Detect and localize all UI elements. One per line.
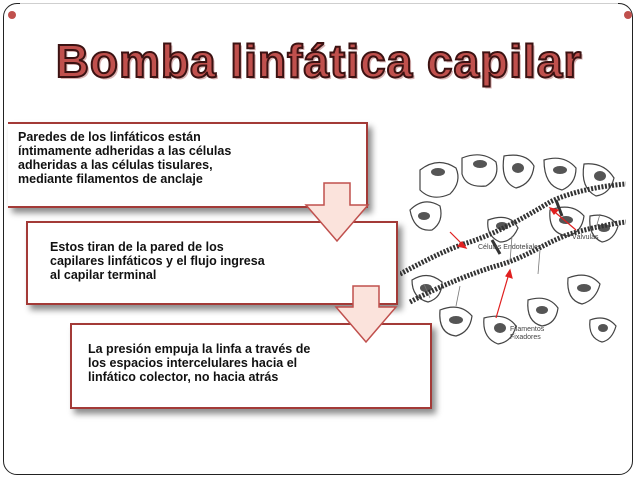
step-text-2: Estos tiran de la pared de los capilares… [50,240,265,282]
top-divider [20,3,618,4]
step-box-3: La presión empuja la linfa a través de l… [70,323,432,409]
step-text-3: La presión empuja la linfa a través de l… [88,342,311,384]
label-anchoring-filaments: Filamentos Fixadores [510,326,545,341]
bullet-dot-right [624,11,632,19]
step-text-1: Paredes de los linfáticos están íntimame… [18,130,232,186]
capillary-drawing [398,154,627,345]
down-arrow-1 [304,182,370,243]
slide-title: Bomba linfática capilar [55,35,583,87]
step-box-1: Paredes de los linfáticos están íntimame… [8,122,368,208]
down-arrow-2 [334,285,398,344]
bullet-dot-left [8,11,16,19]
label-endothelial-cells: Células Endoteliales [478,244,542,251]
label-valves: Válvulas [572,234,599,241]
lymph-capillary-illustration: Células Endoteliales Válvulas Filamentos… [398,150,627,362]
